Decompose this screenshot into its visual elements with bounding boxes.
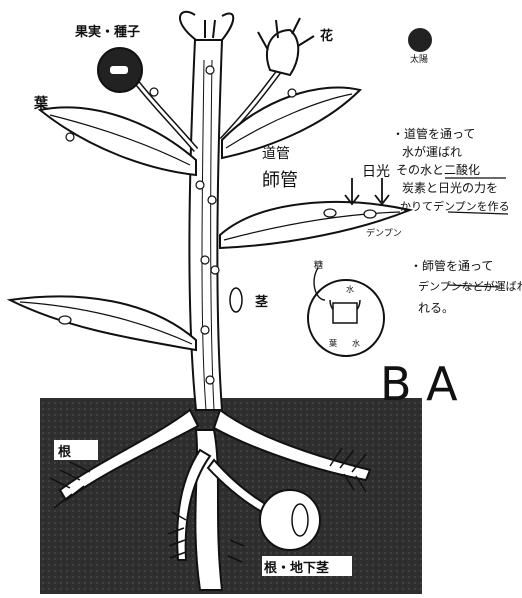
label-sunlight: 日光 — [362, 164, 390, 180]
leaf-upper-left — [40, 107, 196, 175]
label-water-a: 水 — [346, 284, 354, 294]
label-root: 根 — [58, 444, 72, 460]
label-fruit-seed: 果実・種子 — [74, 24, 140, 40]
leaf-lower-left — [10, 296, 196, 350]
sunlight-arrow-1 — [345, 178, 359, 204]
note-xylem: ・道管を通って 水が運ばれ その水と二酸化 炭素と日光の力を かりてデンプンを作… — [392, 126, 510, 213]
label-sugar: 糖 — [314, 259, 323, 271]
note2-line1: ・師管を通って — [410, 258, 493, 273]
note1-line4: 炭素と日光の力を — [402, 181, 498, 195]
label-stem: 茎 — [255, 294, 268, 310]
label-flower: 花 — [320, 28, 333, 44]
stem — [189, 40, 222, 410]
label-leaf: 葉 — [33, 95, 49, 112]
handwriting-ba: B A — [380, 357, 458, 411]
sunlight-arrow-2 — [375, 178, 389, 204]
label-phloem: 師管 — [262, 170, 298, 191]
label-xylem: 道管 — [262, 146, 290, 162]
underground-stem-circle — [260, 490, 320, 550]
sun-dot — [408, 28, 432, 52]
note1-line2: 水が運ばれ — [402, 144, 462, 159]
note2-line3: れる。 — [418, 301, 454, 315]
label-sun: 太陽 — [410, 53, 428, 65]
stem-top — [180, 12, 233, 40]
label-root-underground-stem: 根・地下茎 — [264, 560, 329, 576]
leaf-upper-right — [222, 87, 360, 158]
note1-line5: かりてデンプンを作る — [400, 199, 510, 213]
label-leaf-mark: 葉 — [329, 338, 337, 348]
note1-line3: その水と二酸化 — [396, 162, 480, 177]
label-starch: デンプン — [366, 227, 402, 239]
label-water-b: 水 — [352, 338, 360, 348]
flower-shape — [258, 18, 314, 75]
leaf-mid-right — [220, 202, 410, 248]
note1-line1: ・道管を通って — [392, 126, 475, 141]
note-phloem: ・師管を通って デンプンなどが運ばれ れる。 — [410, 258, 522, 315]
